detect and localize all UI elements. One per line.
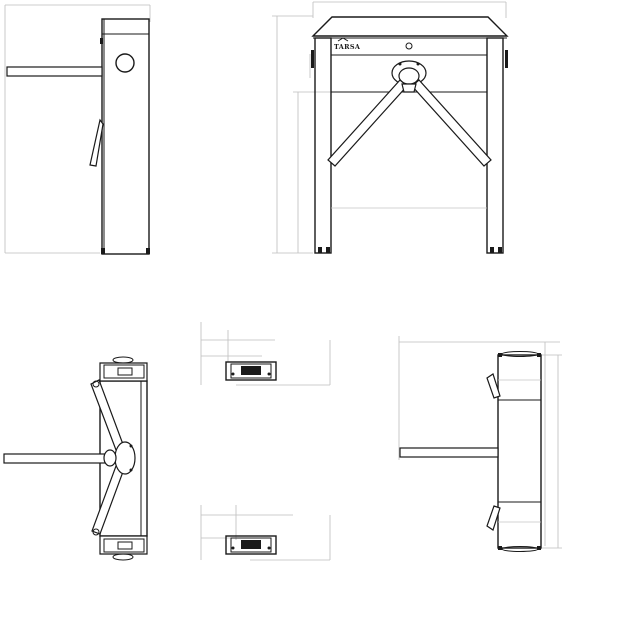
front-view: TARSA xyxy=(272,1,509,254)
top-arm-lower xyxy=(91,465,125,535)
front-arm-left xyxy=(327,79,408,167)
rear-view xyxy=(398,336,562,552)
top-view xyxy=(3,356,148,561)
card-reader-circle xyxy=(115,53,135,73)
rear-arm-horizontal xyxy=(399,447,499,458)
top-arm-upper xyxy=(90,379,125,451)
mount-plate-detail-bottom xyxy=(200,505,331,561)
brand-logo: TARSA xyxy=(334,43,361,51)
side-lower-arm xyxy=(89,118,104,167)
front-right-post xyxy=(486,37,504,254)
indicator-lamp xyxy=(405,42,413,50)
side-cabinet xyxy=(101,18,150,255)
front-top-cap xyxy=(311,16,509,37)
side-arm xyxy=(6,66,103,77)
front-left-post xyxy=(314,37,332,254)
rear-cabinet xyxy=(497,354,542,549)
mount-plate-detail-top xyxy=(200,322,331,386)
top-end-plate-lower xyxy=(99,535,148,555)
mount-plate-top xyxy=(225,361,277,381)
rear-arm-lower xyxy=(486,505,501,531)
side-view xyxy=(4,4,151,255)
front-arm-top xyxy=(401,83,417,93)
mount-plate-bottom xyxy=(225,535,277,555)
top-arm-horizontal xyxy=(3,453,108,464)
front-arm-right xyxy=(411,79,492,167)
rear-arm-upper xyxy=(486,373,501,399)
top-end-plate-upper xyxy=(99,362,148,382)
